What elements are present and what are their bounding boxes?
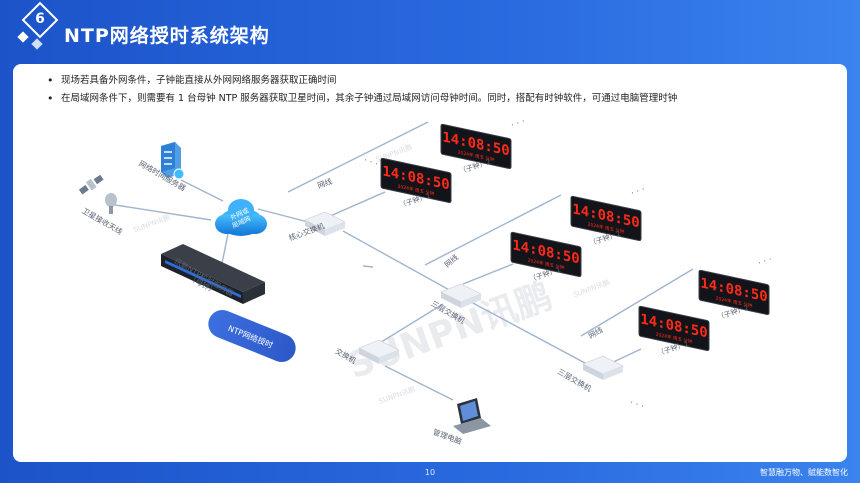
watermark-small: SUNPN讯鹏 <box>132 213 171 235</box>
cloud-icon <box>215 199 267 236</box>
layer3-switch-icon <box>582 355 624 380</box>
page-number: 10 <box>424 468 436 477</box>
satellite-icon <box>78 174 104 195</box>
clock-body <box>440 123 512 170</box>
network-time-server-icon <box>161 142 185 180</box>
cable-label: 网线 <box>586 324 604 340</box>
clock-body <box>570 195 642 242</box>
admin-laptop-icon <box>453 398 491 434</box>
page-title: NTP网络授时系统架构 <box>64 25 270 47</box>
clock-body <box>698 269 770 316</box>
cable-label: 网线 <box>316 176 334 191</box>
section-number: 6 <box>35 11 45 27</box>
bullet-item: 在局域网条件下，则需要有 1 台母钟 NTP 服务器获取卫星时间，其余子钟通过局… <box>47 90 677 108</box>
decor-diamond-icon <box>17 31 29 43</box>
satellite-antenna-icon <box>105 193 117 214</box>
layer3-switch-icon <box>440 283 482 308</box>
watermark-small: SUNPN讯鹏 <box>572 278 611 300</box>
more-clocks-ellipsis: · · · <box>510 117 527 131</box>
clock-body <box>380 157 452 204</box>
more-devices-ellipsis: · · · <box>628 398 645 412</box>
clock-body <box>510 231 582 278</box>
content-panel: 现场若具备外网条件，子钟能直接从外网网络服务器获取正确时间 在局域网条件下，则需… <box>13 64 847 462</box>
more-clocks-ellipsis: · · · <box>630 185 647 199</box>
ntp-timing-pill: NTP网络授时 <box>208 310 296 362</box>
more-clocks-ellipsis: · · · <box>757 255 774 269</box>
footer-slogan: 智慧融万物、赋能数智化 <box>760 468 848 477</box>
header: 6 NTP网络授时系统架构 <box>0 0 860 62</box>
core-switch-icon <box>304 211 346 236</box>
decor-diamond-icon <box>31 38 43 50</box>
access-switch-icon <box>358 339 400 364</box>
ntp-master-server-icon <box>161 244 265 304</box>
more-devices-ellipsis: · · · <box>362 156 379 170</box>
clock-body <box>638 305 710 352</box>
bullet-item: 现场若具备外网条件，子钟能直接从外网网络服务器获取正确时间 <box>47 72 677 90</box>
antenna-label: 卫星接收天线 <box>80 205 124 236</box>
connection-lines <box>108 121 694 401</box>
watermark-small: SUNPN讯鹏 <box>378 384 417 406</box>
bullet-list: 现场若具备外网条件，子钟能直接从外网网络服务器获取正确时间 在局域网条件下，则需… <box>47 72 677 108</box>
ntp-architecture-diagram: SUNPN讯鹏 SUNPN讯鹏 SUNPN讯鹏 SUNPN讯鹏 SUNPN讯鹏 <box>78 117 774 446</box>
